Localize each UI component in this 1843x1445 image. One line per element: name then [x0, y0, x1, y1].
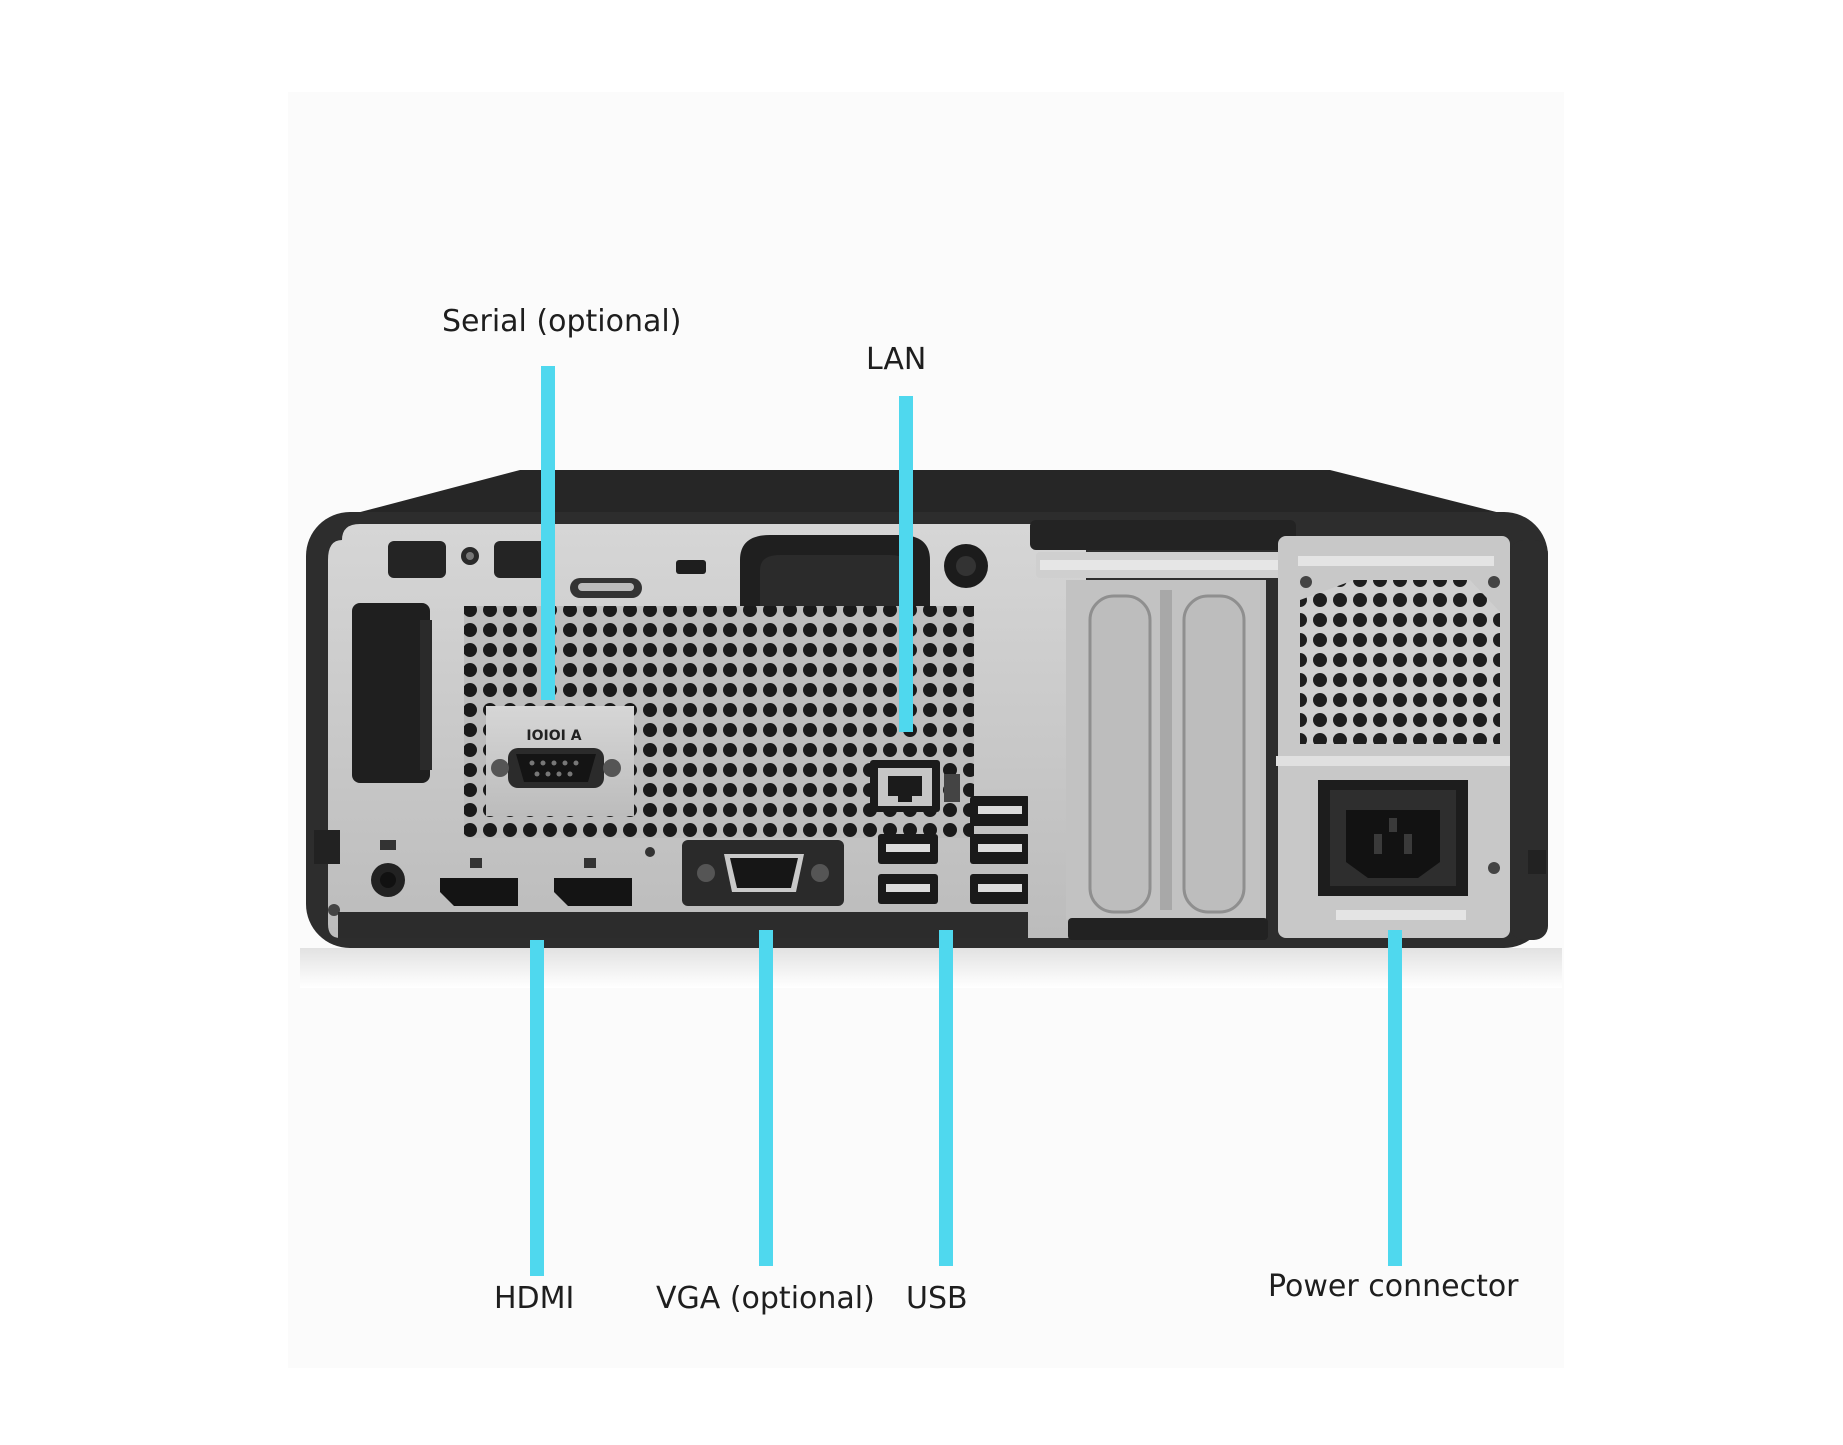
power-supply: [1276, 536, 1512, 938]
expansion-slots: [1028, 520, 1296, 940]
label-hdmi: HDMI: [494, 1281, 575, 1316]
callout-lines: [530, 366, 1402, 1276]
power-socket: [1318, 780, 1468, 896]
label-serial: Serial (optional): [442, 304, 682, 339]
floor-shadow: [300, 948, 1562, 988]
chassis-right-trim: [1510, 540, 1548, 940]
vga-port: [682, 840, 844, 906]
label-lan: LAN: [866, 342, 927, 377]
chassis-side-notch: [1528, 850, 1546, 874]
chassis-top: [330, 470, 1528, 520]
label-vga: VGA (optional): [656, 1281, 875, 1316]
io-panel-left: IOIOI A: [314, 524, 1050, 938]
label-power-connector: Power connector: [1268, 1269, 1519, 1304]
label-usb: USB: [906, 1281, 968, 1316]
hdmi-ports: [440, 858, 632, 906]
serial-port: [491, 748, 621, 788]
lan-port: [870, 760, 960, 812]
serial-port-marking: IOIOI A: [526, 728, 581, 744]
audio-jack: [371, 840, 405, 897]
